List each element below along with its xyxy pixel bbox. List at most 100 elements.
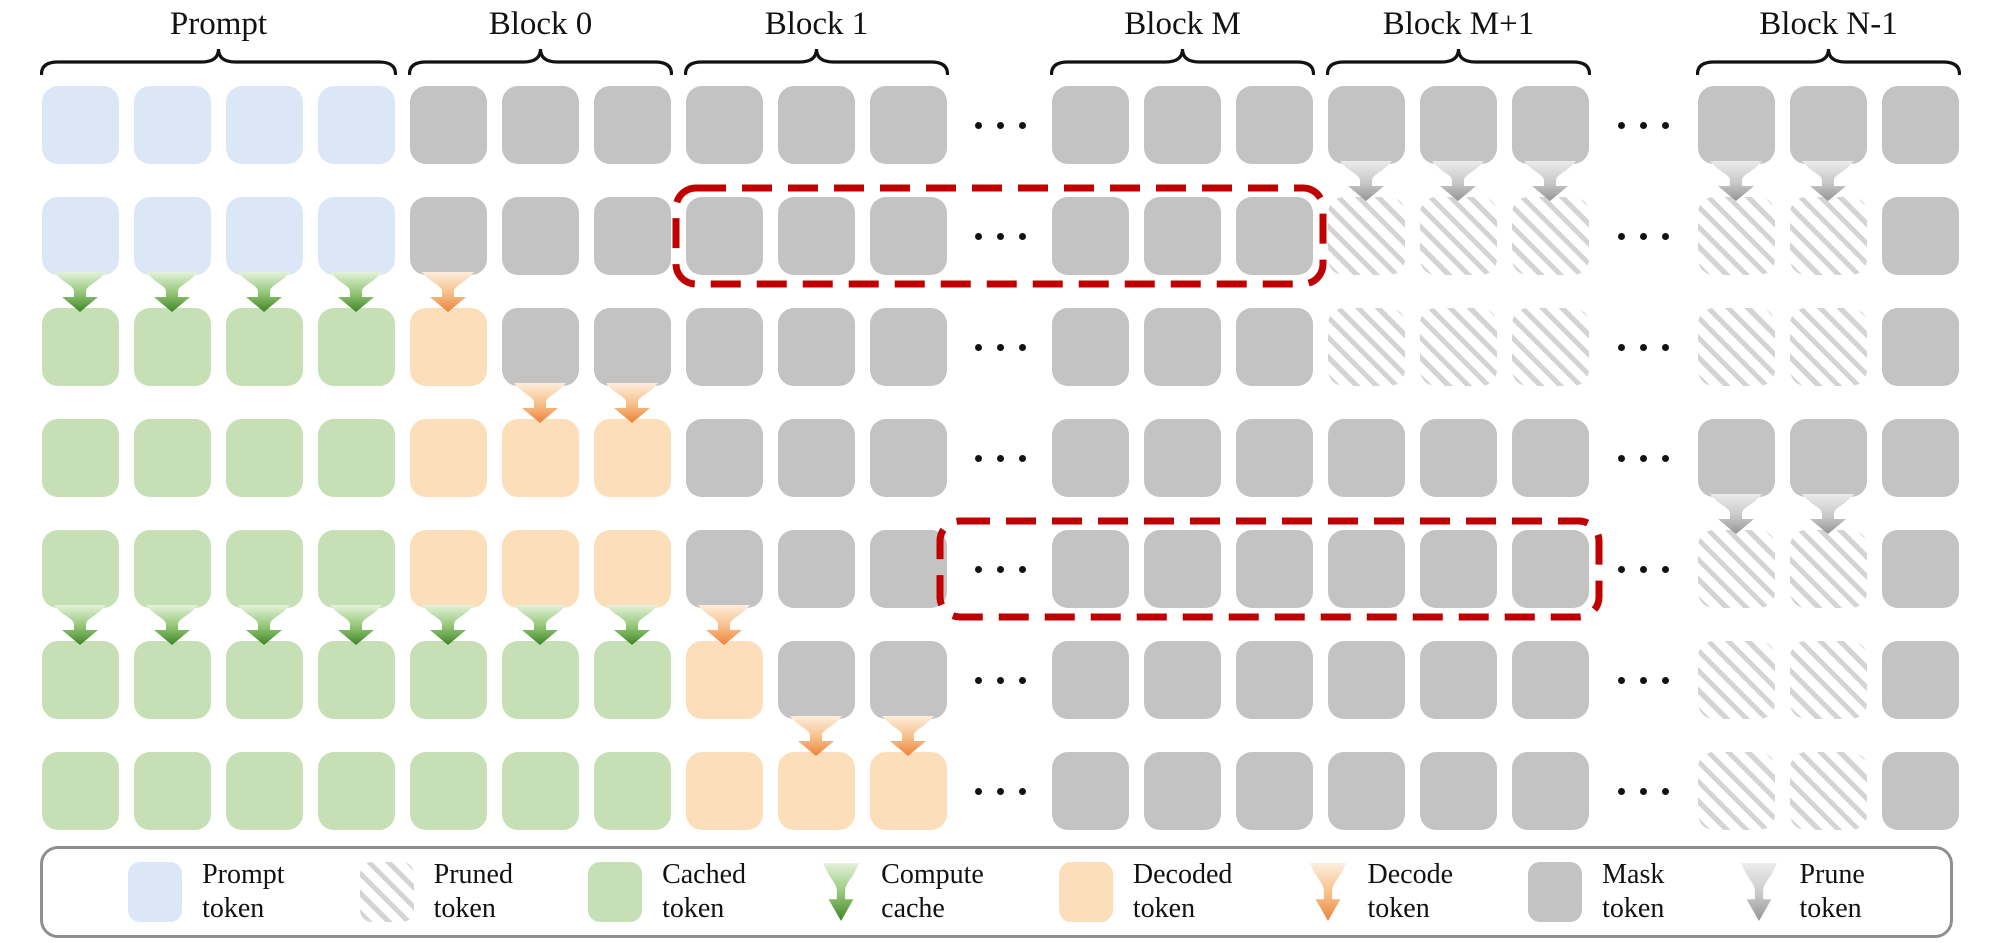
pruned-token: [1420, 197, 1497, 275]
mask-token: [1236, 308, 1313, 386]
ellipsis: [1603, 419, 1683, 497]
pruned-token: [1698, 308, 1775, 386]
mask-token: [410, 197, 487, 275]
mask-token: [1236, 419, 1313, 497]
ellipsis: [960, 197, 1040, 275]
cached-token: [318, 530, 395, 608]
mask-token: [870, 530, 947, 608]
legend-label-line: Compute: [881, 859, 984, 890]
pruned-token: [1420, 308, 1497, 386]
decode-token-arrow: [882, 716, 934, 756]
mask-token: [1512, 530, 1589, 608]
decoded-token: [870, 752, 947, 830]
cached-token: [134, 752, 211, 830]
cached-token: [318, 641, 395, 719]
legend-label-line: Decoded: [1132, 859, 1233, 890]
compute-cache-arrow: [146, 272, 198, 312]
ellipsis: [1603, 86, 1683, 164]
cached-token: [594, 752, 671, 830]
mask-token: [1144, 308, 1221, 386]
cached-token: [226, 308, 303, 386]
mask-token: [410, 86, 487, 164]
legend-label-line: token: [202, 893, 265, 924]
cached-token: [226, 530, 303, 608]
legend-label-line: Pruned: [433, 859, 513, 890]
mask-token: [1052, 197, 1129, 275]
ellipsis: [960, 86, 1040, 164]
mask-token: [1420, 530, 1497, 608]
prune-token-arrow: [1524, 161, 1576, 201]
mask-token: [1328, 752, 1405, 830]
pruned-token: [1790, 752, 1867, 830]
mask-token: [1144, 419, 1221, 497]
mask-token: [1052, 419, 1129, 497]
mask-token: [1790, 86, 1867, 164]
ellipsis: [1603, 752, 1683, 830]
cached-token: [226, 419, 303, 497]
group-label-block-m: Block M: [1124, 6, 1241, 42]
mask-token: [1882, 530, 1959, 608]
mask-token: [1698, 419, 1775, 497]
mask-token: [1512, 419, 1589, 497]
mask-token: [1420, 641, 1497, 719]
mask-token: [686, 530, 763, 608]
pruned-token: [1328, 197, 1405, 275]
mask-token: [594, 308, 671, 386]
pruned-token: [1698, 641, 1775, 719]
mask-token: [1420, 86, 1497, 164]
ellipsis: [1603, 530, 1683, 608]
prompt-token: [226, 86, 303, 164]
mask-token: [502, 197, 579, 275]
decoded-token: [410, 530, 487, 608]
mask-token: [1328, 419, 1405, 497]
cached-token: [410, 641, 487, 719]
mask-token-swatch: [1528, 862, 1583, 922]
mask-token: [1512, 86, 1589, 164]
mask-token: [1144, 641, 1221, 719]
decoded-token: [410, 419, 487, 497]
legend-label-line: token: [433, 893, 496, 924]
mask-token: [1052, 86, 1129, 164]
ellipsis: [960, 752, 1040, 830]
pruned-token: [1512, 197, 1589, 275]
cached-token: [42, 752, 119, 830]
decoded-token: [594, 419, 671, 497]
mask-token: [1328, 86, 1405, 164]
prune-token-arrow-icon: [1741, 863, 1778, 921]
prune-token-arrow: [1710, 494, 1762, 534]
cached-token: [502, 752, 579, 830]
cached-token: [42, 641, 119, 719]
mask-token: [778, 530, 855, 608]
ellipsis: [1603, 308, 1683, 386]
prune-token-arrow: [1710, 161, 1762, 201]
mask-token: [1328, 641, 1405, 719]
mask-token: [1882, 641, 1959, 719]
compute-cache-arrow: [238, 605, 290, 645]
legend-label-line: Mask: [1602, 859, 1665, 890]
ellipsis: [1603, 641, 1683, 719]
legend-label-line: token: [1799, 893, 1862, 924]
mask-token: [1144, 197, 1221, 275]
cached-token: [134, 308, 211, 386]
mask-token: [1236, 530, 1313, 608]
pruned-token: [1698, 197, 1775, 275]
mask-token: [686, 308, 763, 386]
mask-token: [778, 86, 855, 164]
decode-token-arrow: [514, 383, 566, 423]
cached-token: [226, 752, 303, 830]
mask-token: [870, 86, 947, 164]
prune-token-arrow: [1432, 161, 1484, 201]
decoded-token: [410, 308, 487, 386]
compute-cache-arrow: [238, 272, 290, 312]
mask-token: [594, 86, 671, 164]
